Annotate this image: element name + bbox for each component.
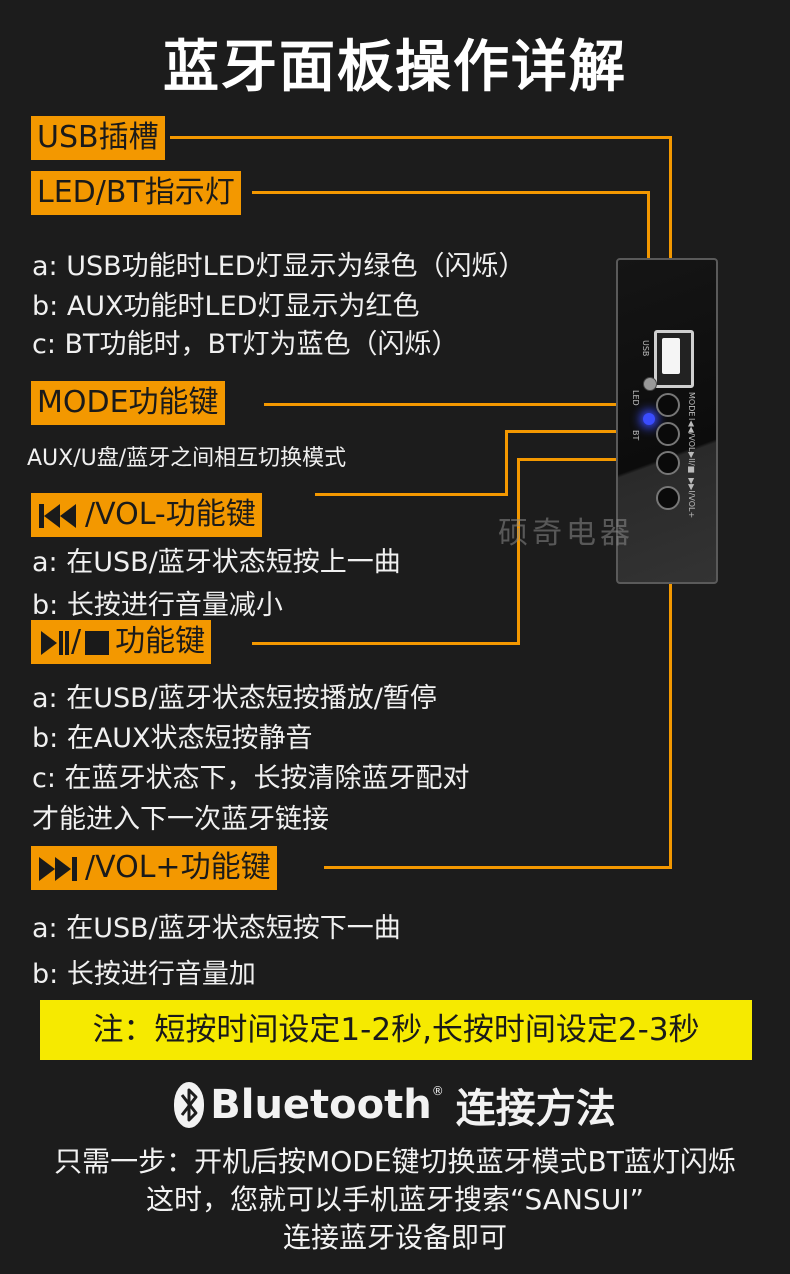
play-pause-icon — [37, 630, 71, 656]
prev-vol-key-label-text: /VOL-功能键 — [85, 497, 256, 532]
next-vol-button[interactable] — [656, 486, 680, 510]
play-pause-key-label: / 功能键 — [31, 620, 212, 664]
stop-icon — [85, 630, 110, 655]
callout-line-next-v — [669, 495, 672, 869]
panel-bt-label: BT — [631, 430, 640, 441]
panel-mode-label: MODE — [687, 392, 696, 417]
prev-desc-b: b: 长按进行音量减小 — [32, 590, 283, 621]
play-desc-b: b: 在AUX状态短按静音 — [32, 723, 313, 754]
instruction-line-1: 只需一步：开机后按MODE键切换蓝牙模式BT蓝灯闪烁 — [54, 1145, 736, 1178]
led-indicator-label-text: LED/BT指示灯 — [37, 175, 235, 210]
panel-next-label: ▶▶I/VOL+ — [687, 478, 696, 519]
panel-play-label: ▶II/■ — [687, 452, 696, 474]
instruction-line-2: 这时，您就可以手机蓝牙搜索“SANSUI” — [146, 1183, 644, 1216]
next-vol-key-label: /VOL+功能键 — [31, 846, 277, 890]
prev-desc-a: a: 在USB/蓝牙状态短按上一曲 — [32, 547, 401, 578]
mode-key-label: MODE功能键 — [31, 381, 225, 425]
play-pause-slash: / — [71, 624, 82, 659]
mode-button[interactable] — [656, 393, 680, 417]
play-desc-a: a: 在USB/蓝牙状态短按播放/暂停 — [32, 683, 437, 714]
callout-line-prev-h2 — [505, 430, 660, 433]
bt-indicator-icon — [643, 413, 655, 425]
bluetooth-icon — [174, 1082, 205, 1128]
page-title: 蓝牙面板操作详解 — [163, 35, 627, 100]
play-pause-button[interactable] — [656, 451, 680, 475]
led-desc-b: b: AUX功能时LED灯显示为红色 — [32, 291, 420, 322]
callout-line-next — [324, 866, 672, 869]
bluetooth-heading: Bluetooth® 连接方法 — [0, 1076, 790, 1132]
timing-note: 注：短按时间设定1-2秒,长按时间设定2-3秒 — [40, 1000, 752, 1060]
callout-line-usb-v — [669, 136, 672, 336]
mode-desc: AUX/U盘/蓝牙之间相互切换模式 — [27, 446, 347, 471]
led-indicator-icon — [643, 377, 657, 391]
callout-line-play-h2 — [517, 458, 660, 461]
next-desc-a: a: 在USB/蓝牙状态短按下一曲 — [32, 913, 401, 944]
led-desc-c: c: BT功能时，BT灯为蓝色（闪烁） — [32, 329, 459, 360]
led-indicator-label: LED/BT指示灯 — [31, 171, 241, 215]
panel-prev-label: I◀◀/VOL- — [687, 418, 696, 455]
bluetooth-registered-mark: ® — [431, 1084, 444, 1098]
play-desc-c: c: 在蓝牙状态下，长按清除蓝牙配对 — [32, 763, 470, 794]
usb-slot-label: USB插槽 — [31, 116, 165, 160]
next-track-icon — [37, 856, 81, 882]
usb-port-inner — [662, 338, 680, 374]
callout-line-play-v — [517, 458, 520, 645]
bluetooth-panel-image — [616, 258, 718, 584]
prev-vol-key-label: /VOL-功能键 — [31, 493, 262, 537]
callout-line-play — [252, 642, 520, 645]
panel-usb-label: USB — [641, 340, 650, 357]
play-desc-d: 才能进入下一次蓝牙链接 — [32, 804, 329, 835]
panel-led-label: LED — [631, 390, 640, 406]
callout-line-prev-v — [505, 430, 508, 496]
usb-slot-label-text: USB插槽 — [37, 120, 159, 155]
instruction-line-3: 连接蓝牙设备即可 — [282, 1221, 507, 1254]
play-pause-key-label-text: 功能键 — [115, 624, 206, 659]
watermark: 硕奇电器 — [498, 516, 634, 551]
callout-line-prev — [315, 493, 508, 496]
callout-line-mode — [264, 403, 660, 406]
callout-line-led — [252, 191, 650, 194]
callout-line-usb — [170, 136, 672, 139]
prev-track-icon — [37, 503, 81, 529]
bluetooth-wordmark: Bluetooth — [210, 1082, 432, 1128]
led-desc-a: a: USB功能时LED灯显示为绿色（闪烁） — [32, 251, 526, 282]
connection-method-title: 连接方法 — [455, 1086, 616, 1132]
next-vol-key-label-text: /VOL+功能键 — [85, 850, 271, 885]
prev-vol-button[interactable] — [656, 422, 680, 446]
mode-key-label-text: MODE功能键 — [37, 385, 219, 420]
next-desc-b: b: 长按进行音量加 — [32, 959, 256, 990]
